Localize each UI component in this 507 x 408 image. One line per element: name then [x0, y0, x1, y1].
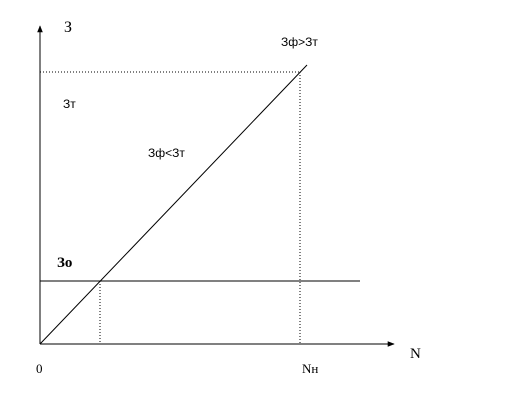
x-axis-label: N: [410, 346, 421, 362]
actual-cost-line: [39, 64, 308, 345]
origin-label: 0: [36, 361, 43, 376]
zt-label: Зт: [63, 97, 76, 111]
zo-label: Зо: [57, 255, 72, 271]
zf-greater-label: Зф>Зт: [281, 35, 318, 49]
zf-less-label: Зф<Зт: [148, 146, 185, 160]
y-axis-label: З: [64, 19, 72, 36]
nh-label: Nн: [302, 361, 318, 376]
